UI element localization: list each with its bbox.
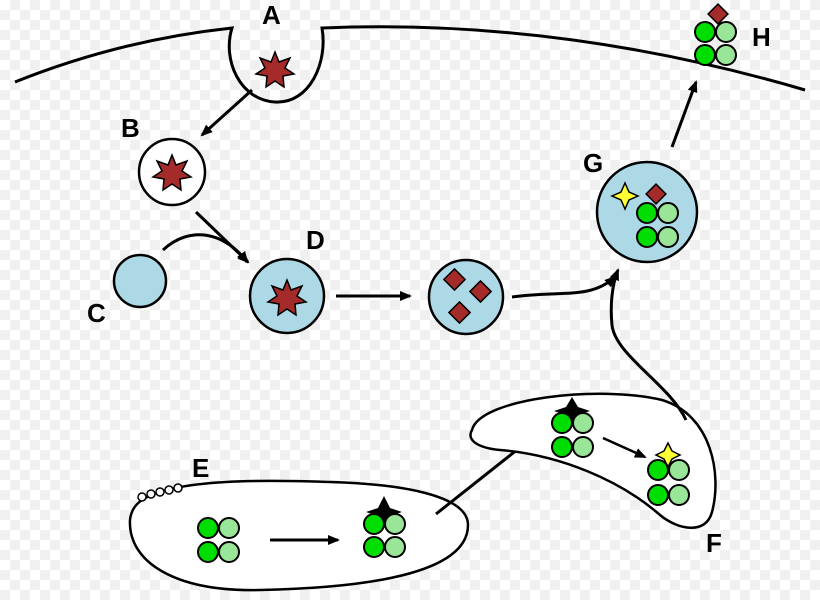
cell-membrane <box>14 25 806 104</box>
peptide-on-h <box>707 3 729 25</box>
invariant-chain-f <box>554 397 590 425</box>
arrow-c-to-d <box>161 233 249 264</box>
label-f: F <box>706 528 722 558</box>
label-d: D <box>306 225 325 255</box>
mhc-ii-on-h <box>694 21 737 43</box>
arrow-a-to-b <box>200 88 254 137</box>
label-c: C <box>87 298 106 328</box>
clip-star-g <box>610 181 640 211</box>
fragment-vesicle <box>427 258 505 336</box>
arrow-f-to-g <box>609 268 688 421</box>
mhc-ii-on-h <box>694 44 737 66</box>
label-a: A <box>262 0 281 30</box>
label-g: G <box>583 148 603 178</box>
antigen-star-a <box>254 49 296 89</box>
label-h: H <box>752 22 771 52</box>
label-e: E <box>192 453 209 483</box>
antigen-star-d <box>266 277 308 317</box>
label-b: B <box>121 113 140 143</box>
arrow-processing-f <box>602 436 647 459</box>
peptide-fragment <box>447 300 472 325</box>
arrow-fragments-to-g <box>511 275 617 299</box>
peptide-fragment <box>468 279 493 304</box>
invariant-chain-e <box>366 496 402 528</box>
ribosomes <box>137 483 183 502</box>
arrow-g-to-h <box>670 80 698 148</box>
er-e <box>128 479 470 592</box>
antigen-star-b <box>151 152 193 192</box>
peptide-fragment <box>442 267 467 292</box>
lysosome-c <box>112 253 168 309</box>
peptide-in-g <box>645 183 667 205</box>
